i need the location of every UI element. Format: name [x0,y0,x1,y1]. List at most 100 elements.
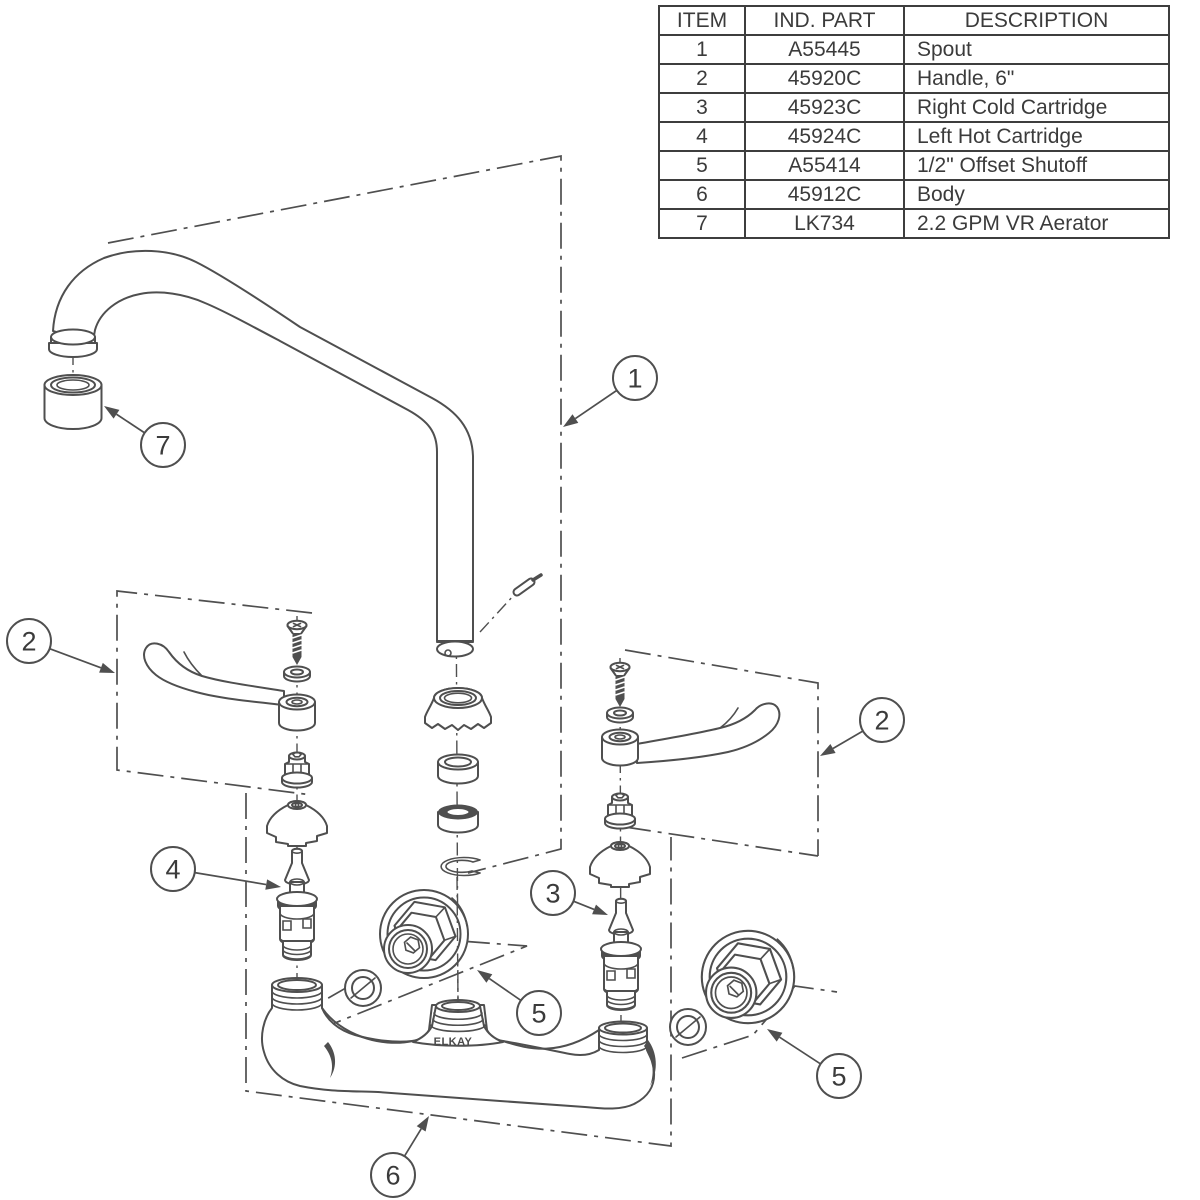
callout-2: 2 [820,697,905,756]
right-shutoff [700,929,796,1025]
cell-part: 45923C [744,92,905,123]
callout-arrowhead [563,414,579,427]
left-hot-cartridge [276,847,318,961]
cell-part: 45924C [744,121,905,152]
callout-balloon-circle [370,1152,416,1198]
left-handle-boundary [116,590,313,796]
callout-arrowhead [416,1116,429,1132]
left-stem-nut [281,751,313,789]
cell-description: Left Hot Cartridge [903,121,1170,152]
callout-arrowhead [820,744,836,756]
faucet-body: ELKAY [261,977,656,1110]
brand-label: ELKAY [434,1036,473,1048]
cell-item: 1 [658,34,746,65]
callout-leader-line [832,730,864,750]
spout-nut [424,687,492,731]
callout-leader-line [194,871,267,886]
callout-4: 4 [150,846,281,892]
callout-3: 3 [530,870,608,916]
callout-number: 5 [531,999,546,1029]
callout-balloon-circle [530,870,576,916]
left-dome-cap [266,800,328,847]
col-header-item: ITEM [658,5,746,36]
cell-description: Right Cold Cartridge [903,92,1170,123]
cell-description: Body [903,179,1170,210]
table-row: 1 A55445 Spout [658,34,1170,65]
callout-balloons: 1 7 2 4 2 3 5 5 6 [6,355,905,1198]
callout-leader-line [779,1036,822,1065]
cell-item: 6 [658,179,746,210]
parts-table: ITEM IND. PART DESCRIPTION 1 A55445 Spou… [658,5,1170,239]
callout-leader-line [116,413,146,434]
right-plug-washer [669,1008,707,1046]
callout-number: 5 [831,1062,846,1092]
spout [52,249,474,658]
callout-number: 6 [385,1161,400,1191]
callout-balloon-circle [612,355,658,401]
callout-arrowhead [592,904,608,915]
cell-description: 1/2" Offset Shutoff [903,150,1170,181]
right-dome-cap [589,841,651,888]
right-cold-cartridge [600,897,642,1011]
seal-ring [437,804,479,834]
callout-5: 5 [767,1029,862,1099]
center-plug-washer [344,969,382,1007]
aerator [43,374,103,430]
callout-arrowhead [104,406,120,419]
spout-boundary [107,154,562,874]
callout-arrowhead [265,879,281,890]
cell-description: Spout [903,34,1170,65]
body-boundary [245,793,672,1147]
cell-description: Handle, 6" [903,63,1170,94]
callout-number: 7 [155,431,170,461]
callout-number: 1 [627,364,642,394]
cell-description: 2.2 GPM VR Aerator [903,208,1170,239]
callout-7: 7 [104,406,186,468]
callout-1: 1 [563,355,658,427]
callout-balloon-circle [816,1053,862,1099]
left-handle [143,642,316,732]
callout-2: 2 [6,618,115,673]
table-row: 5 A55414 1/2" Offset Shutoff [658,150,1170,181]
table-row: 4 45924C Left Hot Cartridge [658,121,1170,152]
cell-part: LK734 [744,208,905,239]
cell-item: 7 [658,208,746,239]
cell-item: 5 [658,150,746,181]
callout-leader-line [573,900,595,911]
col-header-description: DESCRIPTION [903,5,1170,36]
cell-part: 45912C [744,179,905,210]
right-screw-washer [606,706,634,724]
table-row: 6 45912C Body [658,179,1170,210]
left-screw-washer [283,665,311,683]
cell-part: 45920C [744,63,905,94]
cell-item: 4 [658,121,746,152]
callout-leader-line [403,1128,422,1157]
cell-item: 3 [658,92,746,123]
right-elbow-shadow [644,1040,656,1086]
callout-leader-line [488,977,522,1002]
cell-part: A55445 [744,34,905,65]
spacer-ring [437,753,479,785]
callout-5: 5 [477,970,562,1036]
table-row: 3 45923C Right Cold Cartridge [658,92,1170,123]
cell-item: 2 [658,63,746,94]
callout-number: 2 [874,706,889,736]
callout-6: 6 [370,1116,429,1198]
table-header-row: ITEM IND. PART DESCRIPTION [658,5,1170,36]
callout-leader-line [574,389,618,420]
col-header-part: IND. PART [744,5,905,36]
callout-number: 3 [545,879,560,909]
left-handle-screw [286,619,308,666]
callout-arrowhead [767,1029,783,1042]
cell-part: A55414 [744,150,905,181]
callout-balloon-circle [150,846,196,892]
table-row: 2 45920C Handle, 6" [658,63,1170,94]
callout-number: 2 [21,627,36,657]
right-stem-nut [604,792,636,830]
set-screw-pin [512,573,543,597]
right-handle-screw [609,661,631,708]
callout-arrowhead [477,970,493,983]
